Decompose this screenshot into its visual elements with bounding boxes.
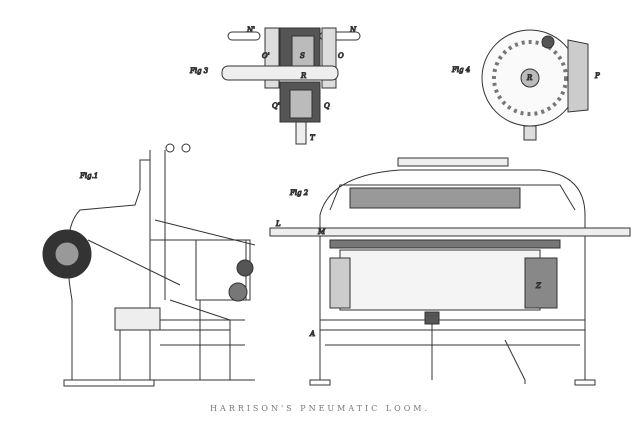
label-z: Z	[535, 282, 541, 290]
fig3-shaft	[221, 65, 339, 81]
label-l: L	[275, 220, 281, 228]
fig3-pipe-left	[227, 31, 261, 41]
fig2-reed	[349, 187, 521, 209]
fig2-label: Fig 2	[289, 189, 309, 197]
label-n1: N'	[246, 26, 255, 34]
label-r4: R	[526, 74, 533, 82]
plate-caption: HARRISON'S PNEUMATIC LOOM.	[209, 404, 431, 413]
label-r: R	[300, 72, 307, 80]
fig3-valve-section	[221, 27, 361, 145]
label-m: M	[317, 228, 326, 236]
label-n: N	[349, 26, 357, 34]
fig1-label: Fig.1	[79, 172, 98, 180]
label-p: P	[594, 72, 600, 80]
label-s: S	[300, 52, 305, 60]
label-q1: Q'	[272, 102, 280, 110]
label-o: O	[338, 52, 344, 60]
fig3-label: Fig 3	[189, 67, 209, 75]
fig2-front-elevation	[269, 157, 631, 386]
fig2-cloth-roller	[339, 249, 541, 311]
fig3-outlet	[295, 121, 307, 145]
label-q: Q	[324, 102, 330, 110]
label-a: A	[309, 330, 315, 338]
fig1-side-elevation	[42, 143, 256, 387]
fig4-label: Fig 4	[451, 66, 470, 74]
fig2-beam	[269, 227, 631, 237]
label-t: T	[310, 134, 316, 142]
fig4-disc	[481, 29, 589, 141]
label-o1: O'	[262, 52, 270, 60]
